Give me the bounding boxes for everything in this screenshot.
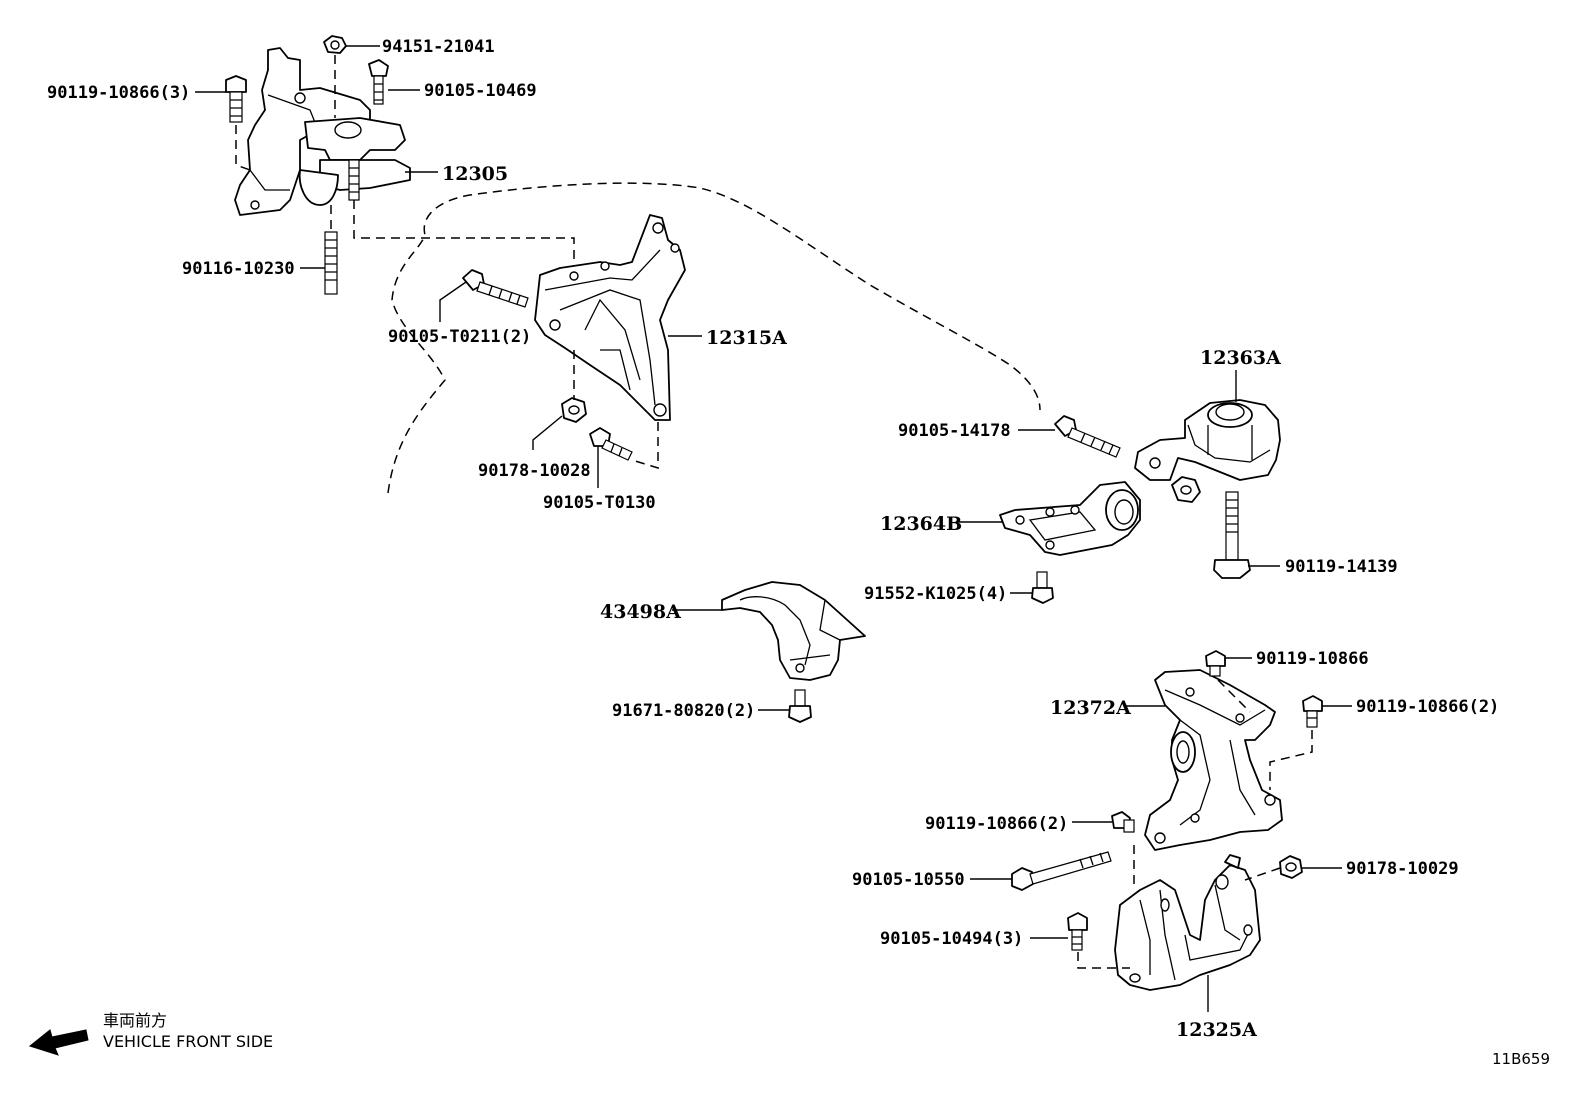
- bolt-90119-10866-left: [1111, 811, 1135, 833]
- bolt-91671-80820: [788, 689, 812, 723]
- bolt-90119-10866-upper: [1205, 650, 1226, 677]
- label-90105-10550: 90105-10550: [852, 870, 965, 890]
- label-90119-10866-2-right: 90119-10866(2): [1356, 697, 1499, 717]
- vehicle-front-indicator: 車両前方 VEHICLE FRONT SIDE: [28, 1011, 273, 1056]
- label-90178-10028: 90178-10028: [478, 461, 591, 481]
- label-91552-K1025: 91552-K1025(4): [864, 584, 1007, 604]
- bolt-90105-14178: [1054, 415, 1121, 458]
- label-12364B: 12364B: [880, 513, 962, 535]
- bracket-12325A: [1114, 854, 1261, 991]
- bolt-91552-K1025: [1031, 571, 1054, 604]
- figure-id: 11B659: [1492, 1050, 1550, 1068]
- label-12325A: 12325A: [1176, 1019, 1257, 1041]
- label-90105-10469: 90105-10469: [424, 81, 537, 101]
- engine-mount-12305: [234, 47, 411, 216]
- label-90119-10866-3-top: 90119-10866(3): [47, 83, 190, 103]
- label-90105-10494-3: 90105-10494(3): [880, 929, 1023, 949]
- cover-43498A: [721, 581, 866, 681]
- stud-90116-10230: [324, 231, 338, 295]
- vehicle-front-label-jp: 車両前方: [103, 1011, 167, 1030]
- label-12315A: 12315A: [706, 327, 787, 349]
- vehicle-front-label-en: VEHICLE FRONT SIDE: [103, 1032, 273, 1051]
- label-94151-21041: 94151-21041: [382, 37, 495, 57]
- bolt-90105-T0211: [462, 269, 529, 308]
- label-91671-80820: 91671-80820(2): [612, 701, 755, 721]
- leader-lines: [195, 45, 1352, 1012]
- label-90119-14139: 90119-14139: [1285, 557, 1398, 577]
- bolt-90105-10494: [1067, 912, 1088, 951]
- bolt-90105-10550: [1011, 851, 1112, 891]
- label-90116-10230: 90116-10230: [182, 259, 295, 279]
- front-arrow-icon: [28, 1029, 89, 1056]
- label-90119-10866-upper: 90119-10866: [1256, 649, 1369, 669]
- bracket-12372A: [1144, 669, 1283, 851]
- nut-90178-10029: [1279, 855, 1303, 879]
- label-90105-14178: 90105-14178: [898, 421, 1011, 441]
- label-90178-10029: 90178-10029: [1346, 859, 1459, 879]
- label-12363A: 12363A: [1200, 347, 1281, 369]
- label-12305: 12305: [442, 163, 508, 185]
- nut-90178-10028: [561, 397, 587, 423]
- label-90105-T0211: 90105-T0211(2): [388, 327, 531, 347]
- label-12372A: 12372A: [1050, 697, 1131, 719]
- mount-12363A: [1134, 399, 1281, 503]
- label-90105-T0130: 90105-T0130: [543, 493, 656, 513]
- bolt-90119-14139: [1213, 491, 1251, 579]
- stud-mount-12305: [348, 159, 360, 201]
- nut-94151-21041: [323, 35, 347, 54]
- bolt-90105-T0130: [589, 427, 633, 461]
- bolt-90105-10469: [368, 59, 389, 105]
- bolt-90119-10866-right: [1302, 695, 1323, 728]
- bracket-12315A: [534, 214, 686, 421]
- bolt-90119-10866-top: [225, 75, 247, 123]
- label-43498A: 43498A: [600, 601, 681, 623]
- label-90119-10866-2-left: 90119-10866(2): [925, 814, 1068, 834]
- engine-outline: [387, 182, 1041, 494]
- bracket-12364B: [999, 481, 1141, 556]
